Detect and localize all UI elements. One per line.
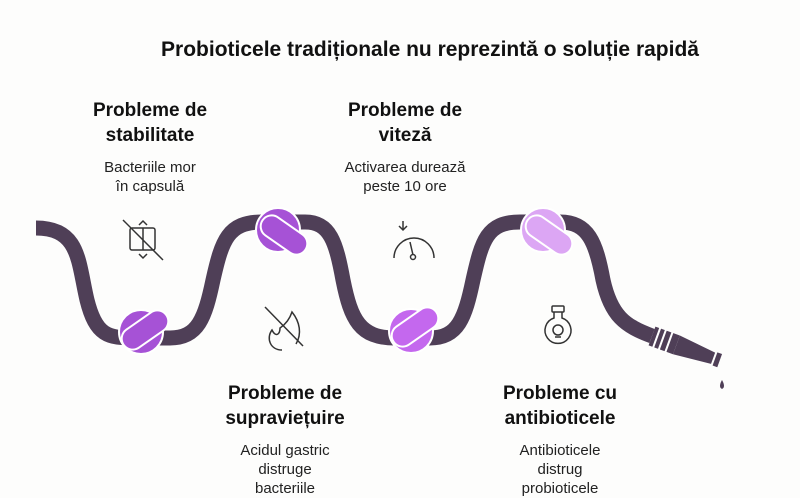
problem-description: Acidul gastric distruge bacteriile bbox=[175, 441, 395, 498]
speedometer-icon bbox=[393, 221, 435, 261]
heading-line: antibioticele bbox=[504, 408, 616, 429]
desc-line: bacteriile bbox=[254, 480, 316, 497]
problem-description: Bacteriile mor în capsulă bbox=[40, 158, 260, 196]
problem-heading: Probleme de supraviețuire bbox=[175, 381, 395, 431]
no-resize-icon bbox=[122, 219, 164, 261]
heading-line: Probleme de bbox=[347, 100, 463, 121]
desc-line: distruge bbox=[258, 461, 312, 478]
desc-line: Acidul gastric bbox=[240, 442, 330, 459]
problem-description: Activarea durează peste 10 ore bbox=[295, 158, 515, 196]
knot-3 bbox=[388, 306, 440, 354]
problem-heading: Probleme de viteză bbox=[295, 98, 515, 148]
heading-line: Probleme cu bbox=[502, 383, 618, 404]
page-title: Probioticele tradiționale nu reprezintă … bbox=[161, 38, 699, 61]
nozzle-icon bbox=[648, 326, 723, 368]
problem-speed: Probleme de viteză Activarea durează peste… bbox=[295, 98, 515, 196]
desc-line: în capsulă bbox=[115, 178, 185, 195]
heading-line: viteză bbox=[378, 125, 432, 146]
problem-description: Antibioticele distrug probioticele bbox=[450, 441, 670, 498]
problem-heading: Probleme de stabilitate bbox=[40, 98, 260, 148]
heading-line: Probleme de bbox=[227, 383, 343, 404]
heading-line: supraviețuire bbox=[225, 408, 345, 429]
problem-antibiotics: Probleme cu antibioticele Antibioticele di… bbox=[450, 381, 670, 498]
desc-line: distrug bbox=[537, 461, 583, 478]
knot-1 bbox=[118, 309, 170, 355]
desc-line: peste 10 ore bbox=[363, 178, 447, 195]
desc-line: Bacteriile mor bbox=[104, 159, 196, 176]
no-fire-icon bbox=[264, 306, 304, 351]
desc-line: probioticele bbox=[521, 480, 599, 497]
poison-flask-icon bbox=[544, 305, 572, 345]
problem-heading: Probleme cu antibioticele bbox=[450, 381, 670, 431]
problem-survival: Probleme de supraviețuire Acidul gastric d… bbox=[175, 381, 395, 498]
hose bbox=[35, 214, 655, 346]
knot-4 bbox=[520, 207, 574, 256]
drop-icon bbox=[720, 380, 724, 389]
problem-stability: Probleme de stabilitate Bacteriile mor în … bbox=[40, 98, 260, 196]
heading-line: Probleme de bbox=[92, 100, 208, 121]
heading-line: stabilitate bbox=[105, 125, 195, 146]
knot-2 bbox=[255, 207, 309, 256]
desc-line: Antibioticele bbox=[519, 442, 601, 459]
desc-line: Activarea durează bbox=[344, 159, 466, 176]
